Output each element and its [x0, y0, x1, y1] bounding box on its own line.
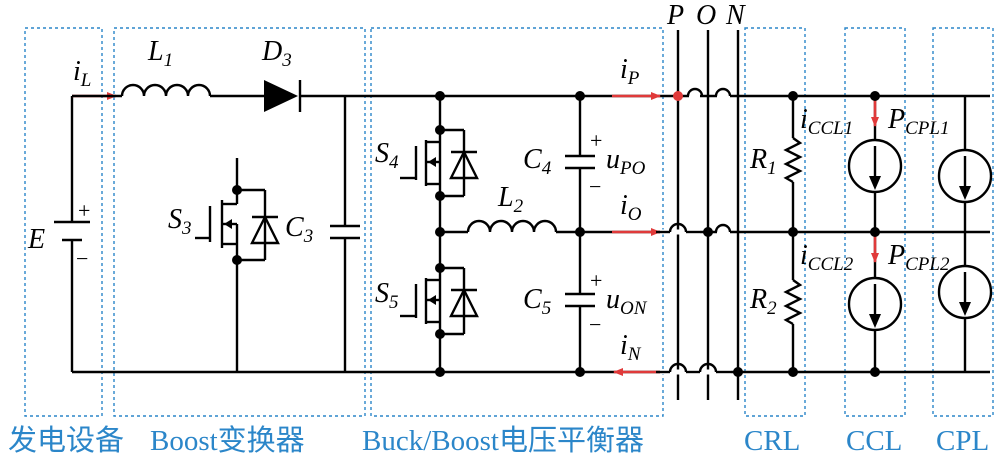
inductor-l2	[466, 219, 558, 233]
capacitor-c3	[330, 96, 360, 372]
r1-label: R1	[749, 144, 777, 179]
pcpl2-label: PCPL2	[887, 240, 950, 275]
io-label: iO	[620, 190, 642, 225]
ccl-source-2	[847, 232, 903, 372]
bus-hops	[656, 87, 732, 375]
caption-cpl: CPL	[936, 425, 989, 457]
s3-label: S3	[168, 204, 192, 239]
caption-crl: CRL	[744, 425, 800, 457]
c3-label: C3	[285, 212, 313, 247]
c5-label: C5	[523, 284, 551, 319]
source-e: E + −	[27, 96, 90, 372]
cpl-block-box	[932, 27, 994, 417]
switch-s5	[400, 266, 479, 336]
resistor-r1	[783, 96, 803, 232]
iccl1-label: iCCL1	[800, 104, 853, 139]
c5-plus: +	[590, 268, 602, 293]
rail-p-label: P	[666, 0, 684, 31]
capacitor-c5	[565, 232, 595, 372]
c4-plus: +	[590, 128, 602, 153]
ccl-block-box	[844, 27, 906, 417]
c4-minus: −	[589, 174, 601, 199]
l2-label: L2	[497, 182, 524, 217]
junction-dots	[232, 91, 880, 377]
source-block-box	[24, 27, 103, 417]
caption-ccl: CCL	[846, 425, 902, 457]
s4-label: S4	[375, 138, 399, 173]
capacitor-c4	[565, 96, 595, 232]
s5-label: S5	[375, 278, 399, 313]
balancer-block-box	[370, 27, 664, 417]
pcpl1-label: PCPL1	[887, 104, 949, 139]
uon-label: uON	[606, 284, 648, 319]
cpl-source-1	[937, 96, 993, 232]
upo-label: uPO	[606, 144, 646, 179]
bus-lines	[676, 30, 740, 400]
iccl2-label: iCCL2	[800, 240, 854, 275]
caption-balancer: Buck/Boost电压平衡器	[362, 424, 644, 457]
source-label: E	[27, 224, 45, 255]
crl-block-box	[744, 27, 806, 417]
ip-label: iP	[620, 54, 640, 89]
resistor-r2	[783, 232, 803, 372]
diode-d3	[264, 80, 302, 112]
rail-o-label: O	[696, 0, 716, 31]
c4-label: C4	[523, 144, 552, 179]
inductor-l1	[120, 83, 212, 97]
source-minus: −	[76, 246, 88, 271]
cpl-source-2	[937, 232, 993, 372]
boost-block-box	[113, 27, 366, 417]
l1-label: L1	[147, 36, 173, 71]
r2-label: R2	[749, 284, 777, 319]
caption-source: 发电设备	[8, 424, 124, 457]
switch-s4	[400, 128, 479, 198]
rail-n-label: N	[725, 0, 746, 31]
c5-minus: −	[589, 312, 601, 337]
source-plus: +	[78, 198, 90, 223]
d3-label: D3	[261, 36, 292, 71]
in-label: iN	[620, 330, 642, 365]
il-label: iL	[73, 56, 91, 91]
caption-boost: Boost变换器	[150, 424, 305, 457]
